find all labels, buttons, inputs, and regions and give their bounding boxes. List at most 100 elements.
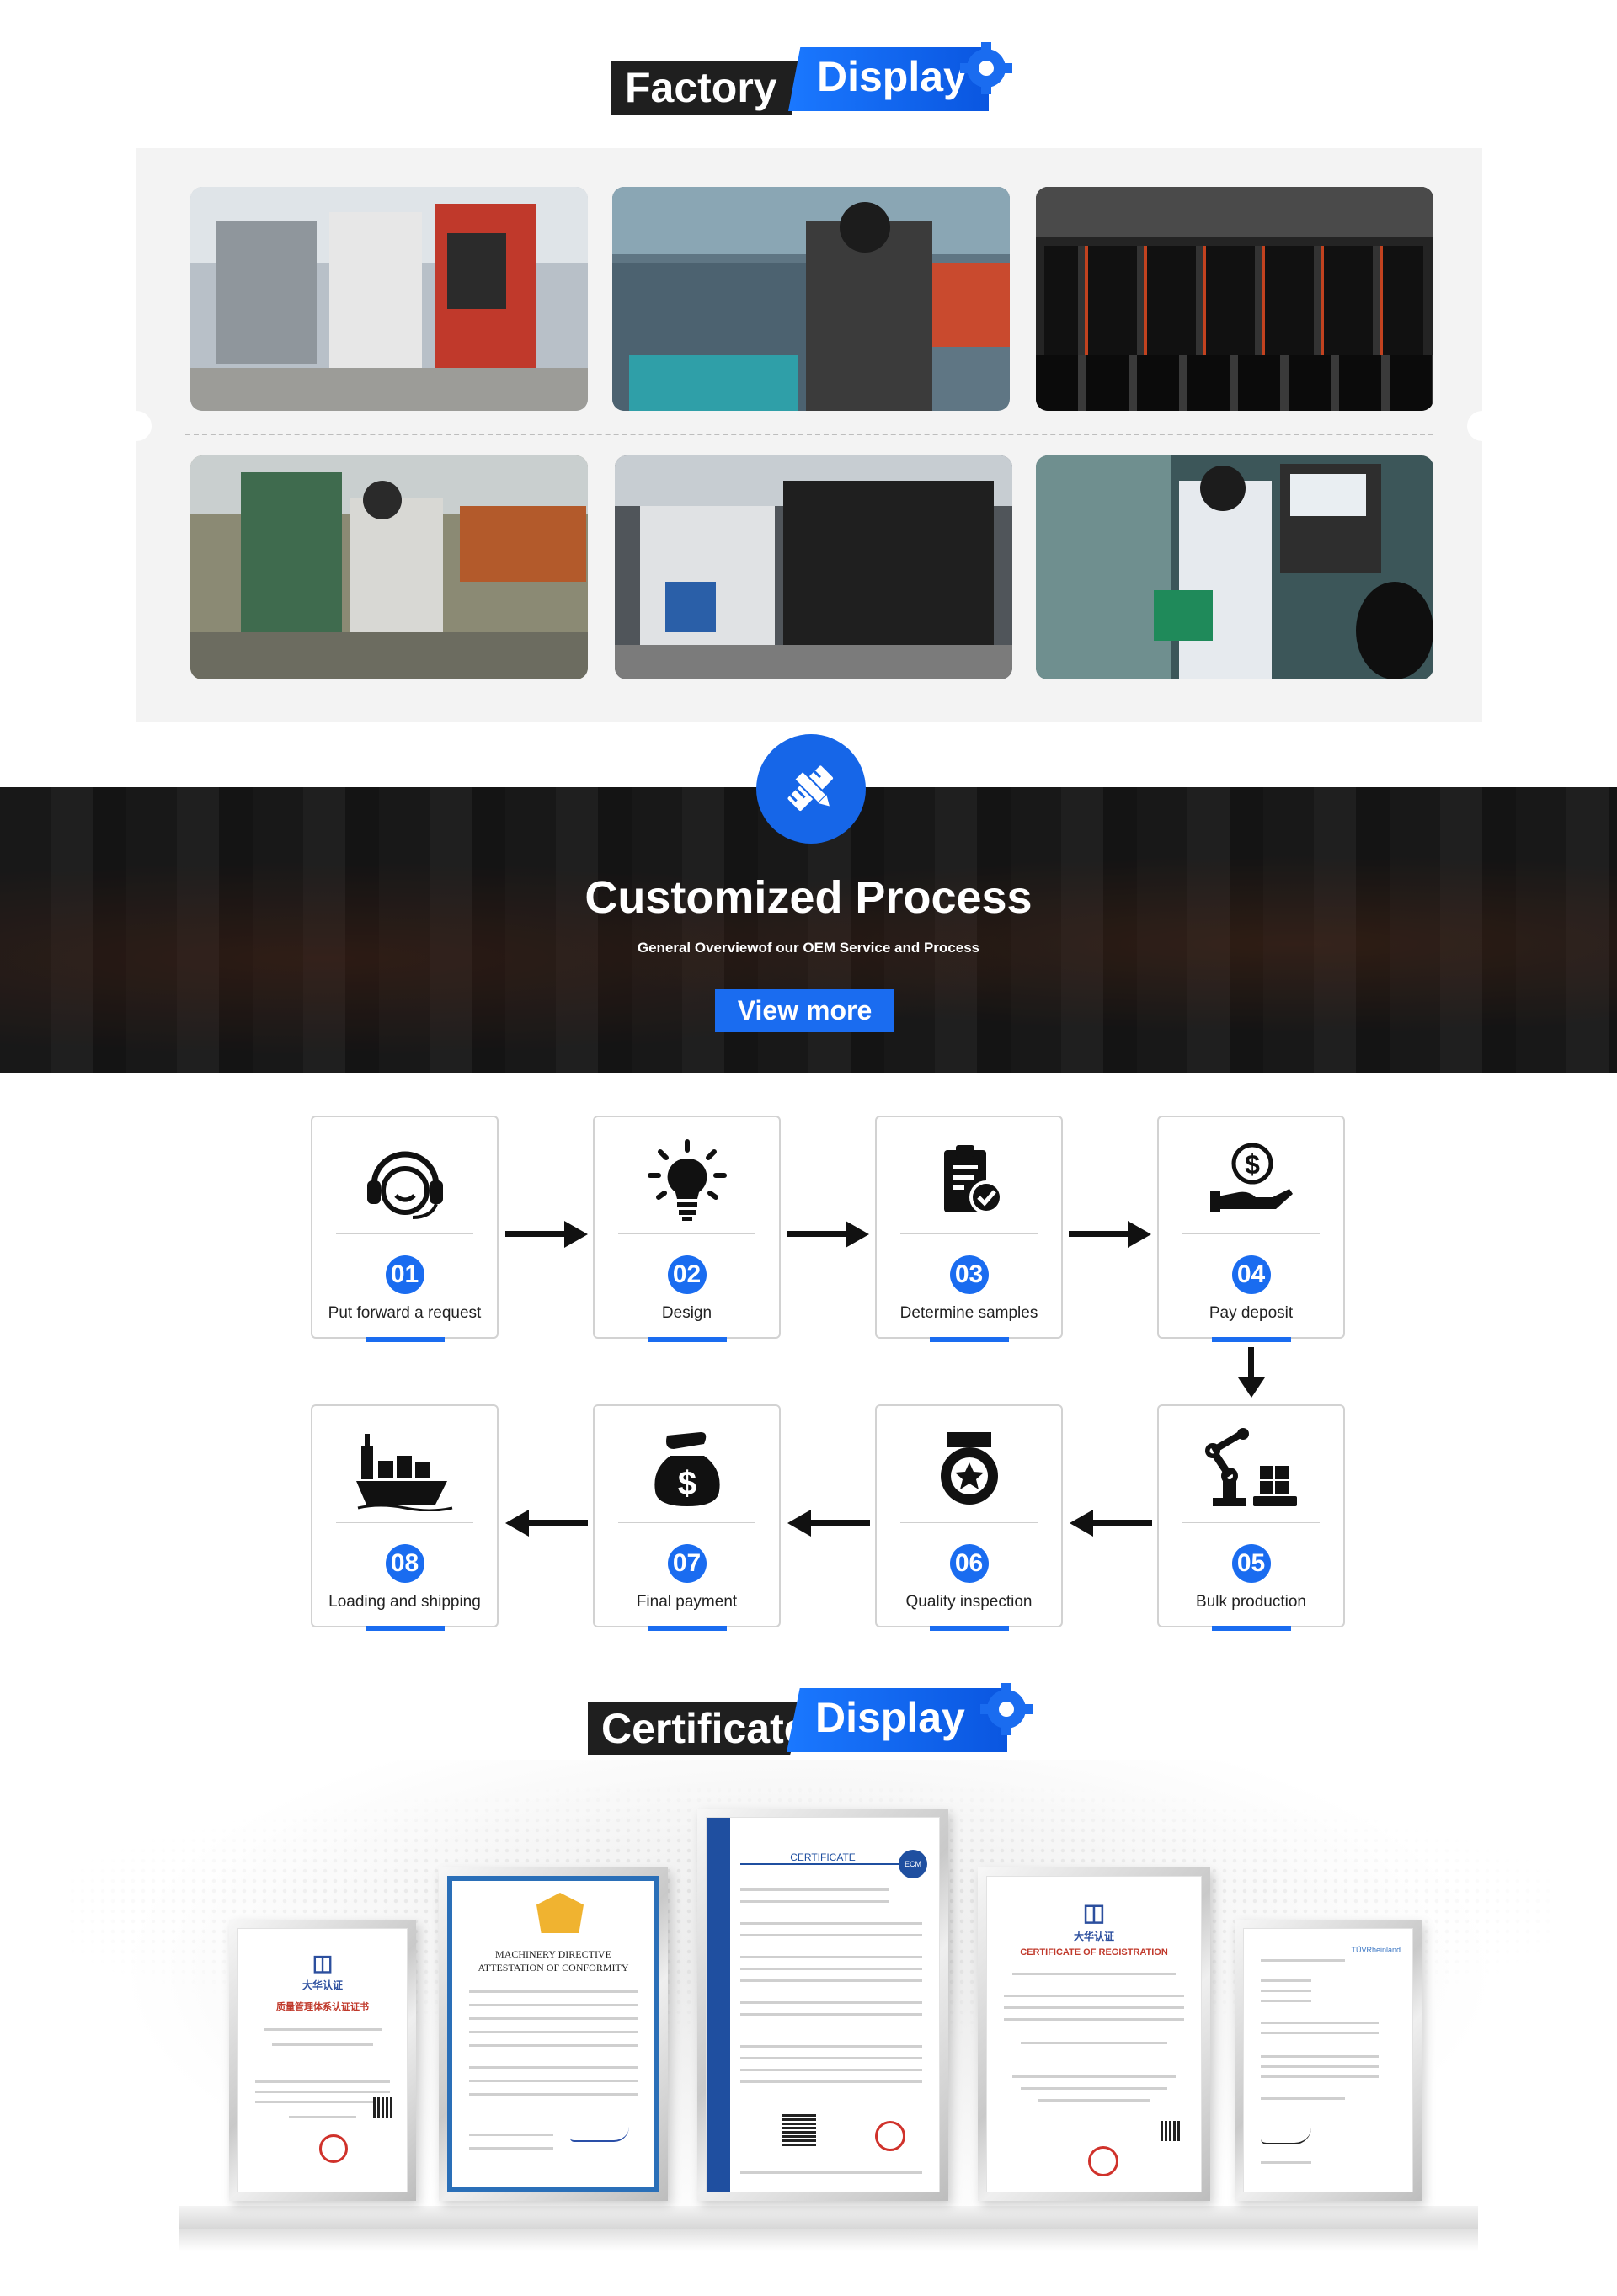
panel-notch-left (121, 411, 152, 441)
arrow-right-icon (787, 1221, 869, 1248)
process-step-02: 02 Design (593, 1116, 781, 1342)
factory-photo-operator-panel (1036, 455, 1433, 679)
svg-text:$: $ (677, 1465, 696, 1502)
step-underbar (647, 1337, 727, 1342)
cert-heading: TÜVRheinland (1351, 1946, 1401, 1954)
certificate-display-title: Certificate Display (588, 1683, 1033, 1764)
gear-icon (980, 1683, 1033, 1735)
signature-icon (1261, 2128, 1311, 2144)
step-label: Final payment (636, 1593, 738, 1611)
step-label: Bulk production (1196, 1593, 1306, 1611)
step-number: 04 (1231, 1255, 1271, 1294)
step-label: Quality inspection (905, 1593, 1033, 1611)
certificate-paper: MACHINERY DIRECTIVE ATTESTATION OF CONFO… (447, 1876, 659, 2192)
step-number: 03 (949, 1255, 989, 1294)
pencil-ruler-icon (756, 734, 866, 844)
customized-process-subtitle: General Overviewof our OEM Service and P… (637, 940, 980, 956)
step-divider (336, 1233, 473, 1234)
step-label: Loading and shipping (328, 1593, 481, 1611)
certificate-frame-5: TÜVRheinland (1235, 1920, 1422, 2201)
factory-photo-worker-assembly (612, 187, 1010, 411)
process-step-06: 06 Quality inspection (875, 1404, 1063, 1631)
cert-heading: CERTIFICATE (740, 1851, 905, 1865)
process-step-03: 03 Determine samples (875, 1116, 1063, 1342)
step-divider (900, 1233, 1038, 1234)
step-number: 08 (385, 1544, 424, 1583)
step-label: Determine samples (899, 1304, 1038, 1322)
panel-notch-right (1467, 411, 1497, 441)
certificate-frame-1: ◫ 大华认证 质量管理体系认证证书 (229, 1920, 416, 2201)
step-number: 07 (667, 1544, 707, 1583)
arrow-left-icon (1070, 1510, 1152, 1537)
panel-divider (185, 434, 1433, 435)
factory-photo-motor-rows (1036, 187, 1433, 411)
cert-subtitle: 质量管理体系认证证书 (276, 2002, 369, 2012)
step-label: Put forward a request (328, 1304, 482, 1322)
factory-title-dark: Factory (611, 61, 805, 115)
cert-subtitle: CERTIFICATE OF REGISTRATION (1020, 1947, 1168, 1958)
step-divider (900, 1522, 1038, 1523)
cert-logo-icon: ◫ (312, 1951, 334, 1975)
certificate-frame-2: MACHINERY DIRECTIVE ATTESTATION OF CONFO… (439, 1867, 668, 2201)
step-underbar (929, 1337, 1009, 1342)
step-label: Design (661, 1304, 712, 1322)
step-underbar (929, 1626, 1009, 1631)
cert-logo-icon: ◫ (1082, 1900, 1106, 1926)
cert-heading: 大华认证 (1073, 1931, 1114, 1942)
process-step-05: 05 Bulk production (1157, 1404, 1345, 1631)
step-divider (336, 1522, 473, 1523)
gear-icon (960, 42, 1012, 94)
step-label: Pay deposit (1209, 1304, 1294, 1322)
process-step-07: $ 07 Final payment (593, 1404, 781, 1631)
money-bag-icon: $ (595, 1423, 779, 1516)
qr-code-icon (373, 2097, 393, 2118)
step-number: 06 (949, 1544, 989, 1583)
step-underbar (365, 1626, 445, 1631)
factory-display-title: Factory Display (611, 42, 1012, 123)
certificate-paper: ◫ 大华认证 质量管理体系认证证书 (237, 1928, 408, 2192)
clipboard-check-icon (877, 1134, 1061, 1227)
step-underbar (365, 1337, 445, 1342)
certificate-paper: CERTIFICATE ECM (706, 1817, 940, 2192)
arrow-right-icon (505, 1221, 588, 1248)
arrow-left-icon (505, 1510, 588, 1537)
certificate-frame-3: CERTIFICATE ECM (697, 1809, 948, 2201)
qr-code-icon (782, 2112, 816, 2146)
step-number: 05 (1231, 1544, 1271, 1583)
step-number: 01 (385, 1255, 424, 1294)
step-divider (1182, 1233, 1320, 1234)
cert-emblem-icon (536, 1893, 584, 1933)
cert-side-banner (707, 1818, 730, 2192)
step-divider (1182, 1522, 1320, 1523)
certificate-paper: TÜVRheinland (1243, 1928, 1413, 2192)
cert-ecm-logo: ECM (899, 1850, 927, 1878)
badge-star-icon (877, 1423, 1061, 1516)
shelf-shadow (179, 2229, 1478, 2251)
customized-process-title: Customized Process (584, 872, 1033, 923)
ship-icon (312, 1423, 497, 1516)
factory-photo-drill-press-worker (190, 455, 588, 679)
certificate-paper: ◫ 大华认证 CERTIFICATE OF REGISTRATION (986, 1876, 1202, 2192)
factory-title-blue: Display (788, 47, 989, 111)
headset-icon (312, 1134, 497, 1227)
view-more-button[interactable]: View more (715, 989, 894, 1032)
qr-code-icon (1161, 2121, 1181, 2141)
cert-seal-icon (319, 2134, 348, 2163)
step-underbar (647, 1626, 727, 1631)
process-step-01: 01 Put forward a request (311, 1116, 499, 1342)
step-divider (618, 1522, 755, 1523)
cert-seal-icon (1088, 2146, 1118, 2176)
lightbulb-icon (595, 1134, 779, 1227)
step-underbar (1211, 1337, 1291, 1342)
cert-seal-icon (875, 2121, 905, 2151)
factory-photo-cnc-machines (190, 187, 588, 411)
factory-photo-machining-center (615, 455, 1012, 679)
arrow-down-icon (1238, 1347, 1265, 1398)
svg-text:$: $ (1245, 1149, 1260, 1180)
certificate-title-dark: Certificate (588, 1702, 805, 1755)
robot-arm-icon (1159, 1423, 1343, 1516)
certificate-shelf (179, 2206, 1478, 2229)
cert-heading: 大华认证 (302, 1979, 343, 1991)
step-underbar (1211, 1626, 1291, 1631)
step-number: 02 (667, 1255, 707, 1294)
